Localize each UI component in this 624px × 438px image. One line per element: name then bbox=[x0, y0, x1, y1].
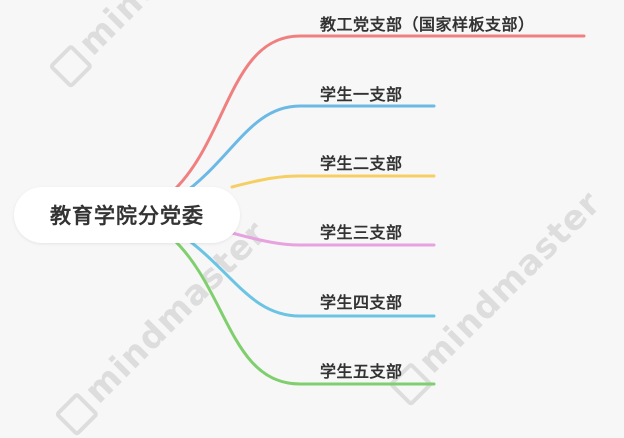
branch-topic-2[interactable]: 学生一支部 bbox=[320, 85, 403, 104]
branch-topic-3[interactable]: 学生二支部 bbox=[320, 154, 403, 173]
branch-topic-6[interactable]: 学生五支部 bbox=[320, 362, 403, 381]
branch-topic-4[interactable]: 学生三支部 bbox=[320, 223, 403, 242]
connector-branch-3 bbox=[230, 174, 436, 189]
branch-topic-5[interactable]: 学生四支部 bbox=[320, 293, 403, 312]
connector-branch-5 bbox=[178, 232, 436, 318]
branch-connectors bbox=[170, 34, 586, 386]
branch-topic-1[interactable]: 教工党支部（国家样板支部） bbox=[320, 15, 535, 34]
mind-map-canvas: mindmaster mindmaster mindmaster 教育学院分党委… bbox=[14, 0, 610, 437]
root-topic[interactable]: 教育学院分党委 bbox=[14, 187, 240, 243]
connector-branch-1 bbox=[170, 34, 586, 194]
connector-branch-4 bbox=[230, 231, 436, 247]
root-topic-label: 教育学院分党委 bbox=[50, 204, 204, 228]
connector-branch-6 bbox=[170, 236, 436, 386]
connector-branch-2 bbox=[178, 104, 436, 198]
